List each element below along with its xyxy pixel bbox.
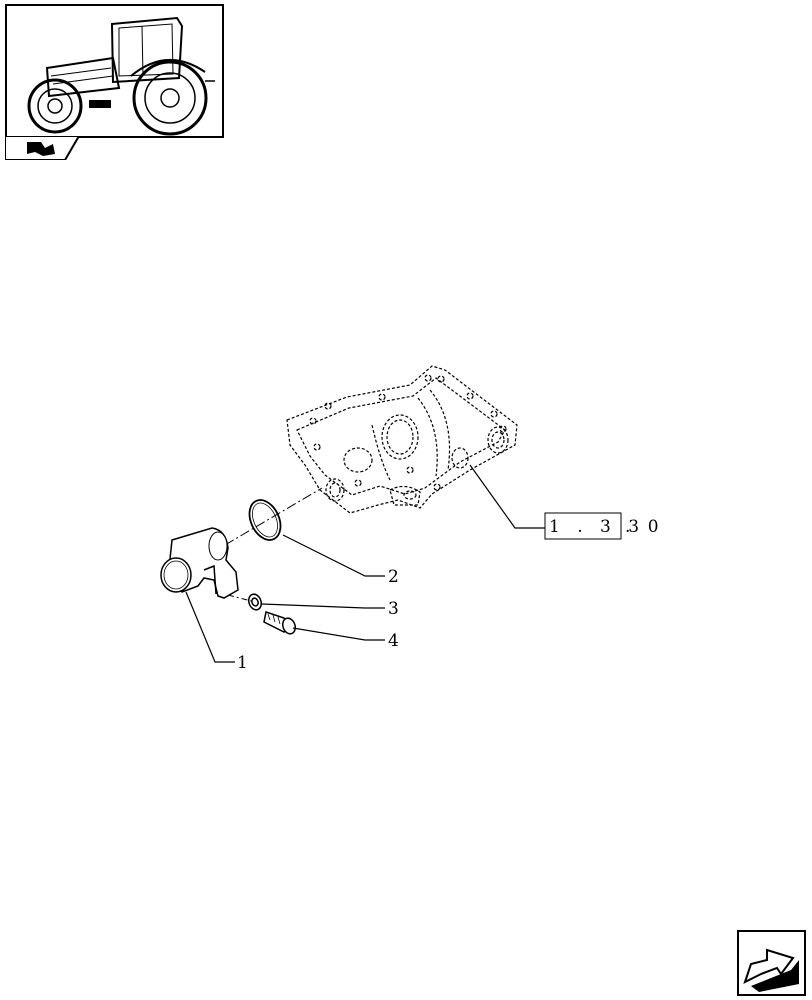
part-3-washer [247, 593, 263, 611]
callout-3: 3 [388, 599, 399, 619]
assembly-axis-upper [224, 487, 323, 546]
reference-box[interactable] [544, 512, 622, 540]
callout-4: 4 [388, 631, 399, 651]
callout-2: 2 [388, 567, 399, 587]
next-page-arrow-icon [737, 930, 806, 996]
leader-4 [292, 627, 385, 641]
assembly-axis-lower [227, 594, 256, 603]
tractor-icon [27, 16, 215, 136]
leader-ref [469, 464, 545, 529]
next-page-button[interactable] [737, 930, 806, 996]
section-tab [4, 135, 81, 161]
leader-2 [282, 534, 385, 577]
part-2-o-ring [248, 499, 282, 541]
callout-1: 1 [237, 653, 248, 673]
part-1-bracket [160, 527, 239, 599]
housing-outline [286, 365, 518, 514]
leader-1 [185, 591, 235, 663]
reference-boxed-text[interactable]: 1 . 3 3 [549, 517, 645, 537]
leader-3 [261, 603, 385, 609]
reference-suffix: . 0 [625, 517, 665, 537]
tractor-thumbnail [5, 4, 224, 138]
part-4-screw [263, 611, 297, 635]
